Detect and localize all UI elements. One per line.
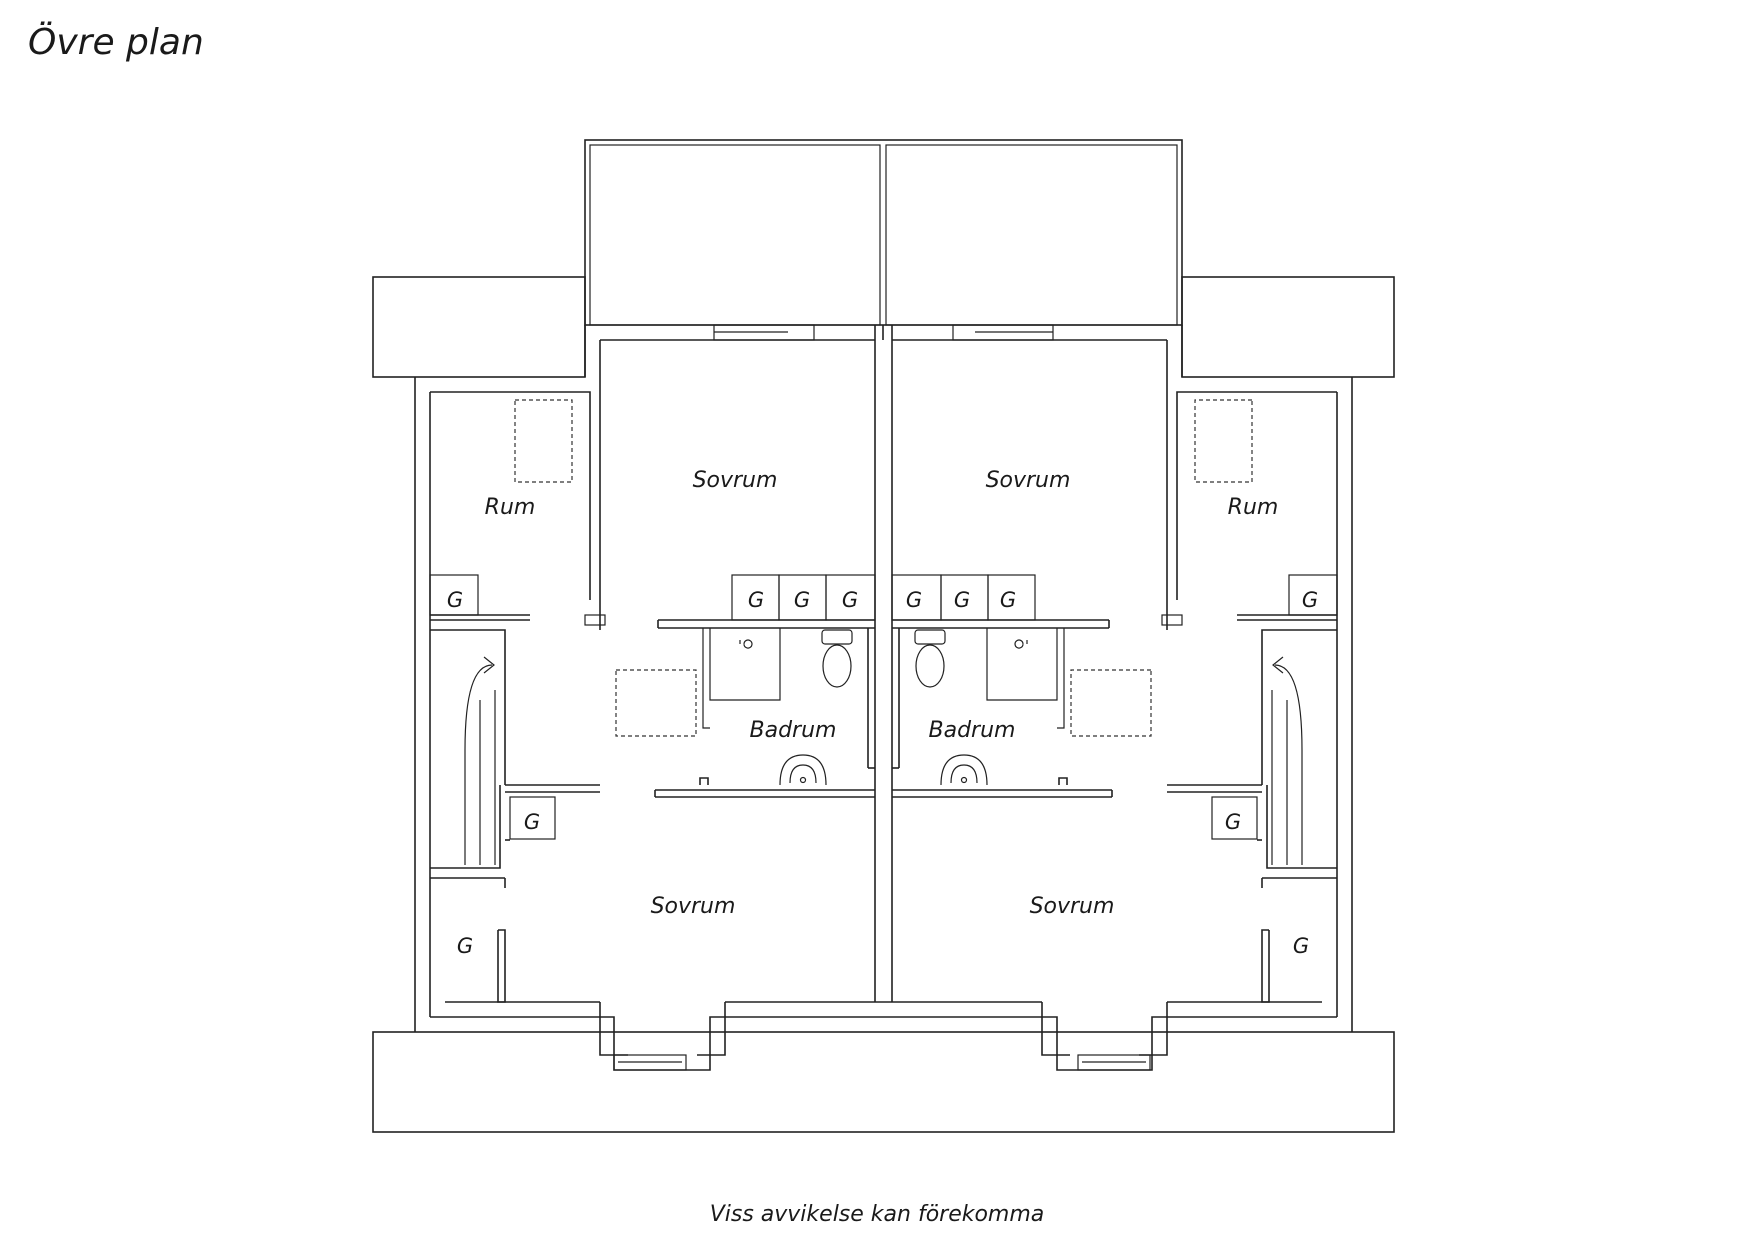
closet-label: G [447, 588, 463, 612]
closet-label: G [906, 588, 922, 612]
room-label-badrum-right: Badrum [929, 718, 1016, 743]
closet-label: G [524, 810, 540, 834]
room-label-rum-right: Rum [1228, 495, 1279, 520]
roof-box-left [372, 276, 586, 378]
closet-label: G [1000, 588, 1016, 612]
closet-label: G [842, 588, 858, 612]
closet-label: G [1293, 934, 1309, 958]
central-wall [874, 325, 893, 1002]
closet-label: G [794, 588, 810, 612]
closet-label: G [457, 934, 473, 958]
footnote: Viss avvikelse kan förekomma [709, 1202, 1045, 1227]
closet-label: G [1302, 588, 1318, 612]
room-label-sovrum-top-right: Sovrum [986, 468, 1071, 493]
room-label-rum-left: Rum [485, 495, 536, 520]
closet-label: G [748, 588, 764, 612]
room-label-sovrum-bottom-right: Sovrum [1030, 894, 1115, 919]
right-unit-walls [891, 391, 1338, 1003]
left-unit-walls [429, 391, 876, 1003]
top-balconies [584, 139, 1183, 326]
closet-label: G [954, 588, 970, 612]
closet-label: G [1225, 810, 1241, 834]
outer-walls [414, 324, 1353, 1071]
roof-box-right [1181, 276, 1395, 378]
page-title: Övre plan [28, 22, 204, 63]
room-label-badrum-left: Badrum [750, 718, 837, 743]
roof-box-bottom [372, 1031, 1395, 1133]
room-label-sovrum-bottom-left: Sovrum [651, 894, 736, 919]
room-label-sovrum-top-left: Sovrum [693, 468, 778, 493]
